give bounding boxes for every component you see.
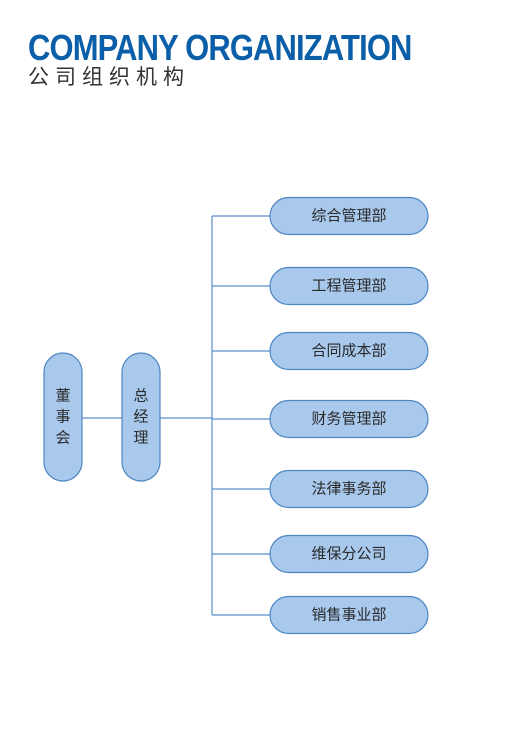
- department-node-7: 销售事业部: [269, 595, 429, 635]
- general-manager-node: 总经理: [121, 352, 161, 482]
- department-node-2: 工程管理部: [269, 266, 429, 306]
- department-node-7-label: 销售事业部: [311, 606, 386, 624]
- department-node-2-label: 工程管理部: [311, 277, 386, 295]
- department-node-6-shape: [269, 534, 429, 574]
- general-manager-node-shape: [121, 352, 161, 482]
- page-title: COMPANY ORGANIZATION: [28, 27, 412, 68]
- department-node-6: 维保分公司: [269, 534, 429, 574]
- department-node-1-shape: [269, 196, 429, 236]
- department-node-5: 法律事务部: [269, 469, 429, 509]
- department-node-3: 合同成本部: [269, 331, 429, 371]
- department-node-1-label: 综合管理部: [311, 207, 386, 225]
- board-node-label: 董事会: [55, 387, 70, 447]
- department-node-7-shape: [269, 595, 429, 635]
- department-node-3-shape: [269, 331, 429, 371]
- board-node: 董事会: [43, 352, 83, 482]
- department-node-1: 综合管理部: [269, 196, 429, 236]
- board-node-shape: [43, 352, 83, 482]
- org-nodes: 董事会 总经理 综合管理部工程管理部合同成本部财务管理部法律事务部维保分公司销售事业…: [43, 196, 429, 635]
- department-node-4-shape: [269, 399, 429, 439]
- department-node-4-label: 财务管理部: [311, 410, 386, 428]
- department-node-3-label: 合同成本部: [311, 342, 386, 360]
- department-node-5-label: 法律事务部: [311, 480, 386, 498]
- general-manager-node-label: 总经理: [133, 387, 148, 447]
- page-subtitle: 公司组织机构: [28, 65, 190, 89]
- department-node-5-shape: [269, 469, 429, 509]
- department-node-4: 财务管理部: [269, 399, 429, 439]
- department-node-2-shape: [269, 266, 429, 306]
- connectors: [82, 215, 270, 616]
- department-node-6-label: 维保分公司: [311, 545, 386, 563]
